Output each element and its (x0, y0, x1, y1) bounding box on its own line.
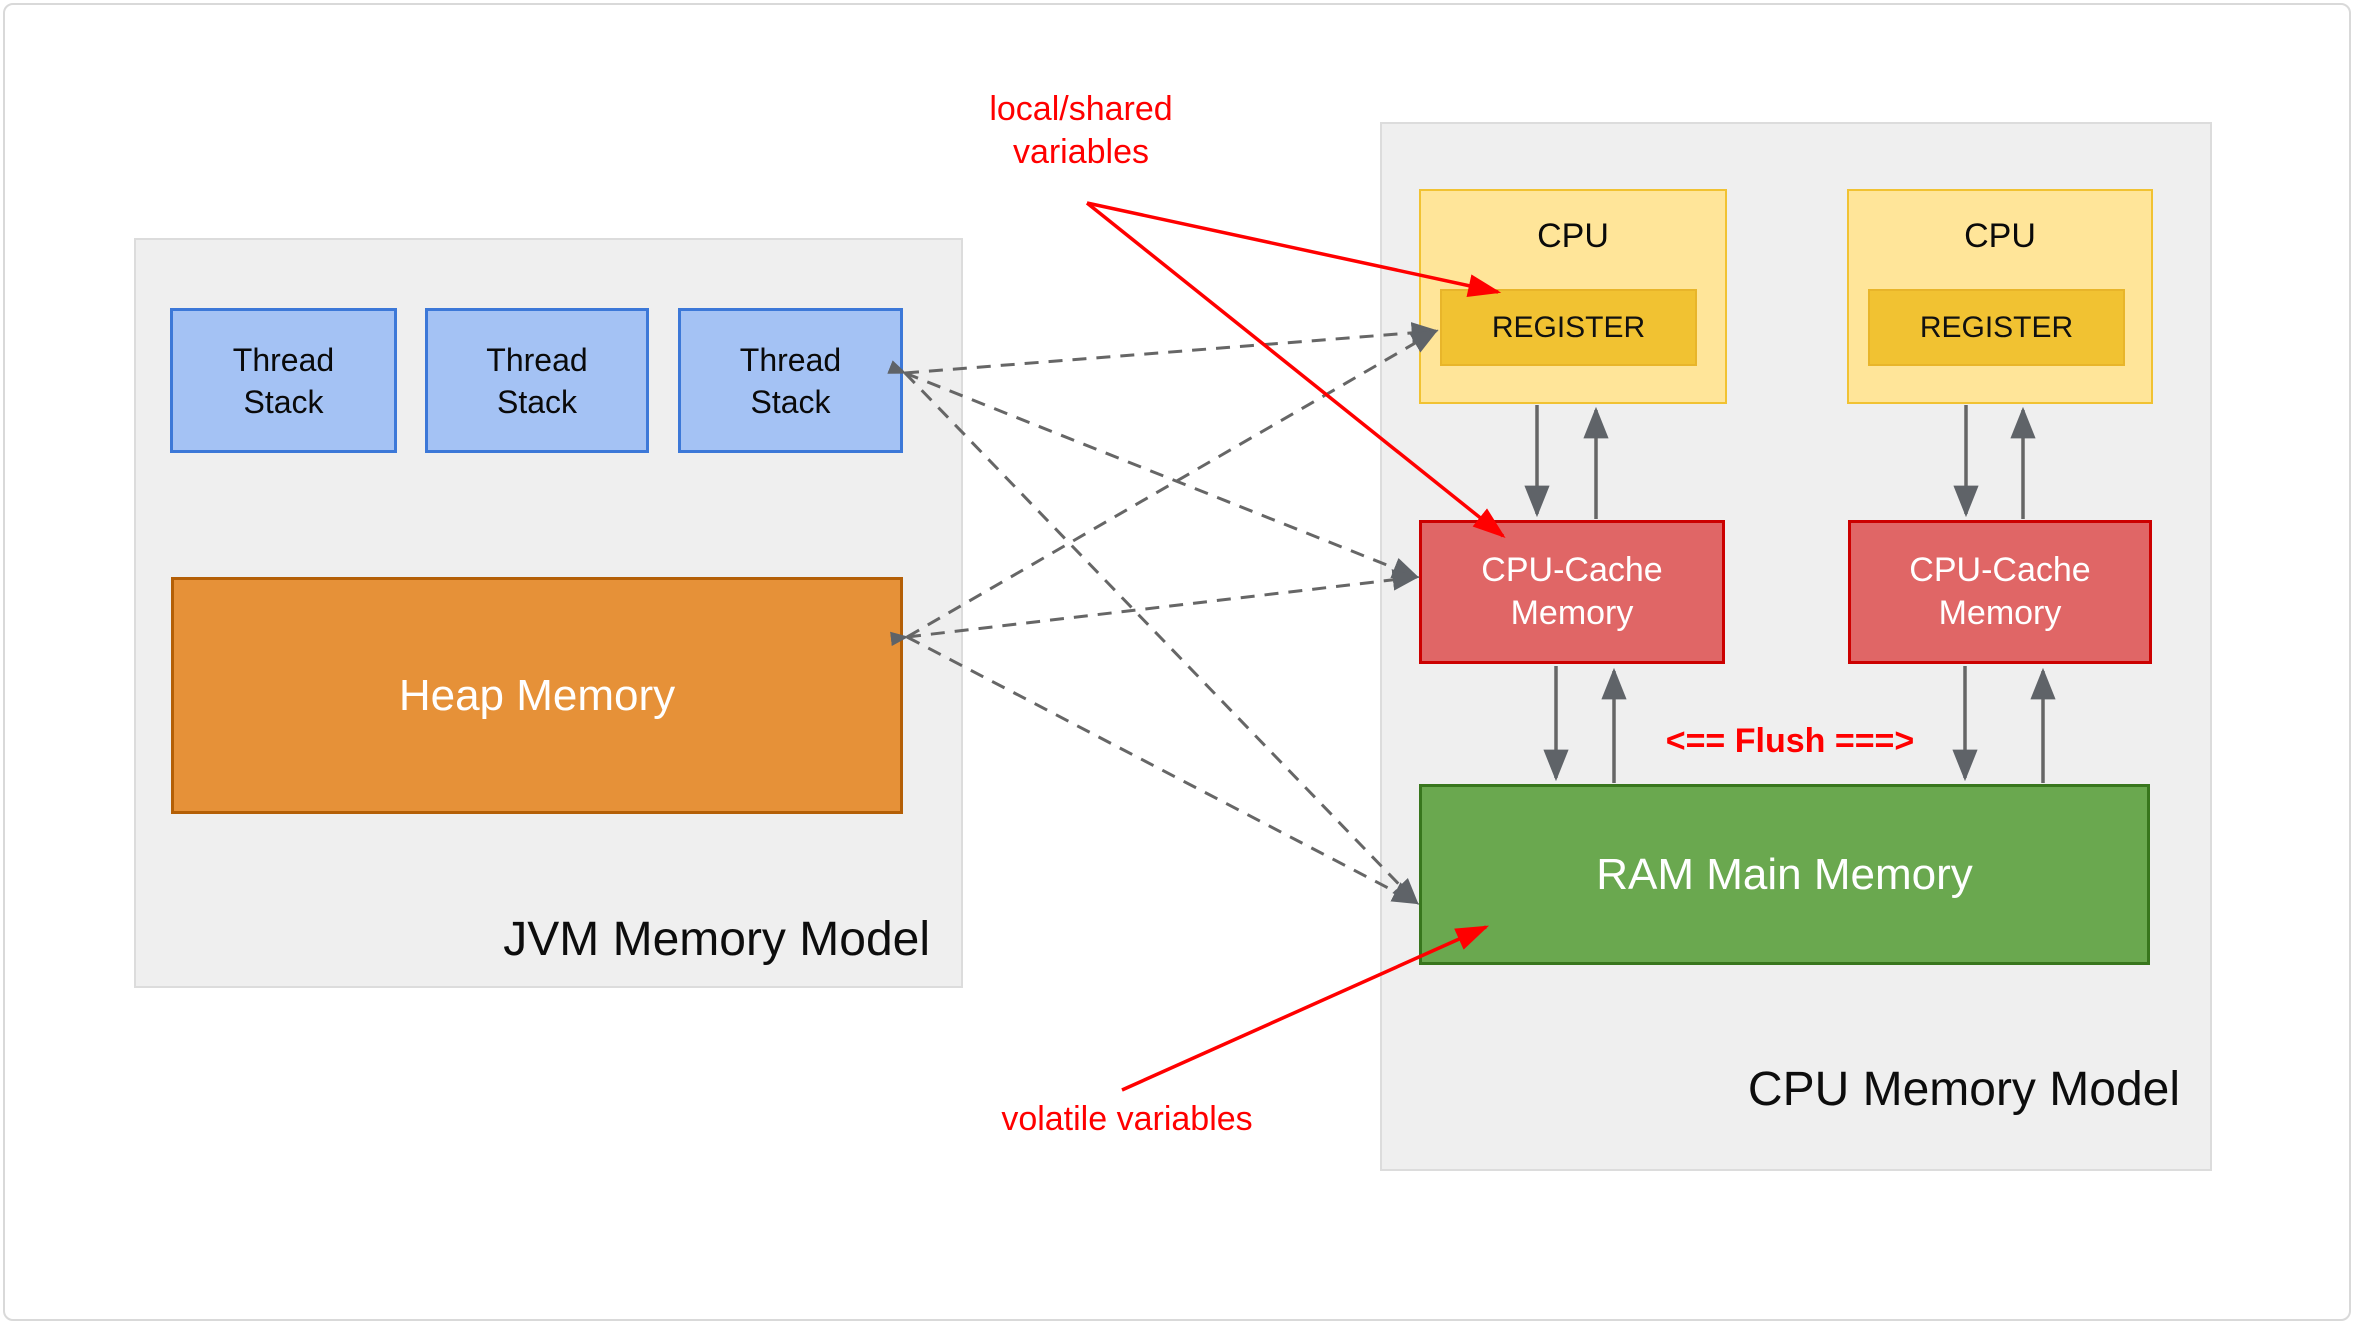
thread-stack-box-3: Thread Stack (678, 308, 903, 453)
register-box-1: REGISTER (1440, 289, 1697, 366)
jvm-panel-title: JVM Memory Model (503, 913, 930, 966)
ram-main-memory-label: RAM Main Memory (1596, 849, 1973, 899)
local-shared-variables-label: local/shared variables (989, 90, 1173, 171)
cpu-cache-box-2: CPU-Cache Memory (1848, 520, 2152, 664)
thread-stack-label: Thread Stack (486, 341, 588, 420)
register-label: REGISTER (1491, 310, 1646, 344)
register-box-2: REGISTER (1868, 289, 2125, 366)
register-label: REGISTER (1919, 310, 2074, 344)
cpu-panel-title: CPU Memory Model (1747, 1063, 2180, 1116)
thread-stack-label: Thread Stack (232, 341, 335, 420)
cpu-label: CPU (1964, 217, 2036, 255)
cpu-label: CPU (1537, 217, 1609, 255)
volatile-variables-label: volatile variables (1001, 1100, 1253, 1138)
cpu-cache-box-1: CPU-Cache Memory (1419, 520, 1725, 664)
thread-stack-box-2: Thread Stack (425, 308, 649, 453)
thread-stack-box-1: Thread Stack (170, 308, 397, 453)
heap-memory-box: Heap Memory (171, 577, 903, 814)
heap-memory-label: Heap Memory (398, 670, 676, 720)
thread-stack-label: Thread Stack (739, 341, 842, 420)
cpu-cache-label: CPU-Cache Memory (1909, 551, 2091, 632)
ram-main-memory-box: RAM Main Memory (1419, 784, 2150, 965)
page-border (3, 3, 2351, 1321)
flush-label: <== Flush ===> (1665, 722, 1915, 760)
cpu-cache-label: CPU-Cache Memory (1481, 551, 1663, 632)
